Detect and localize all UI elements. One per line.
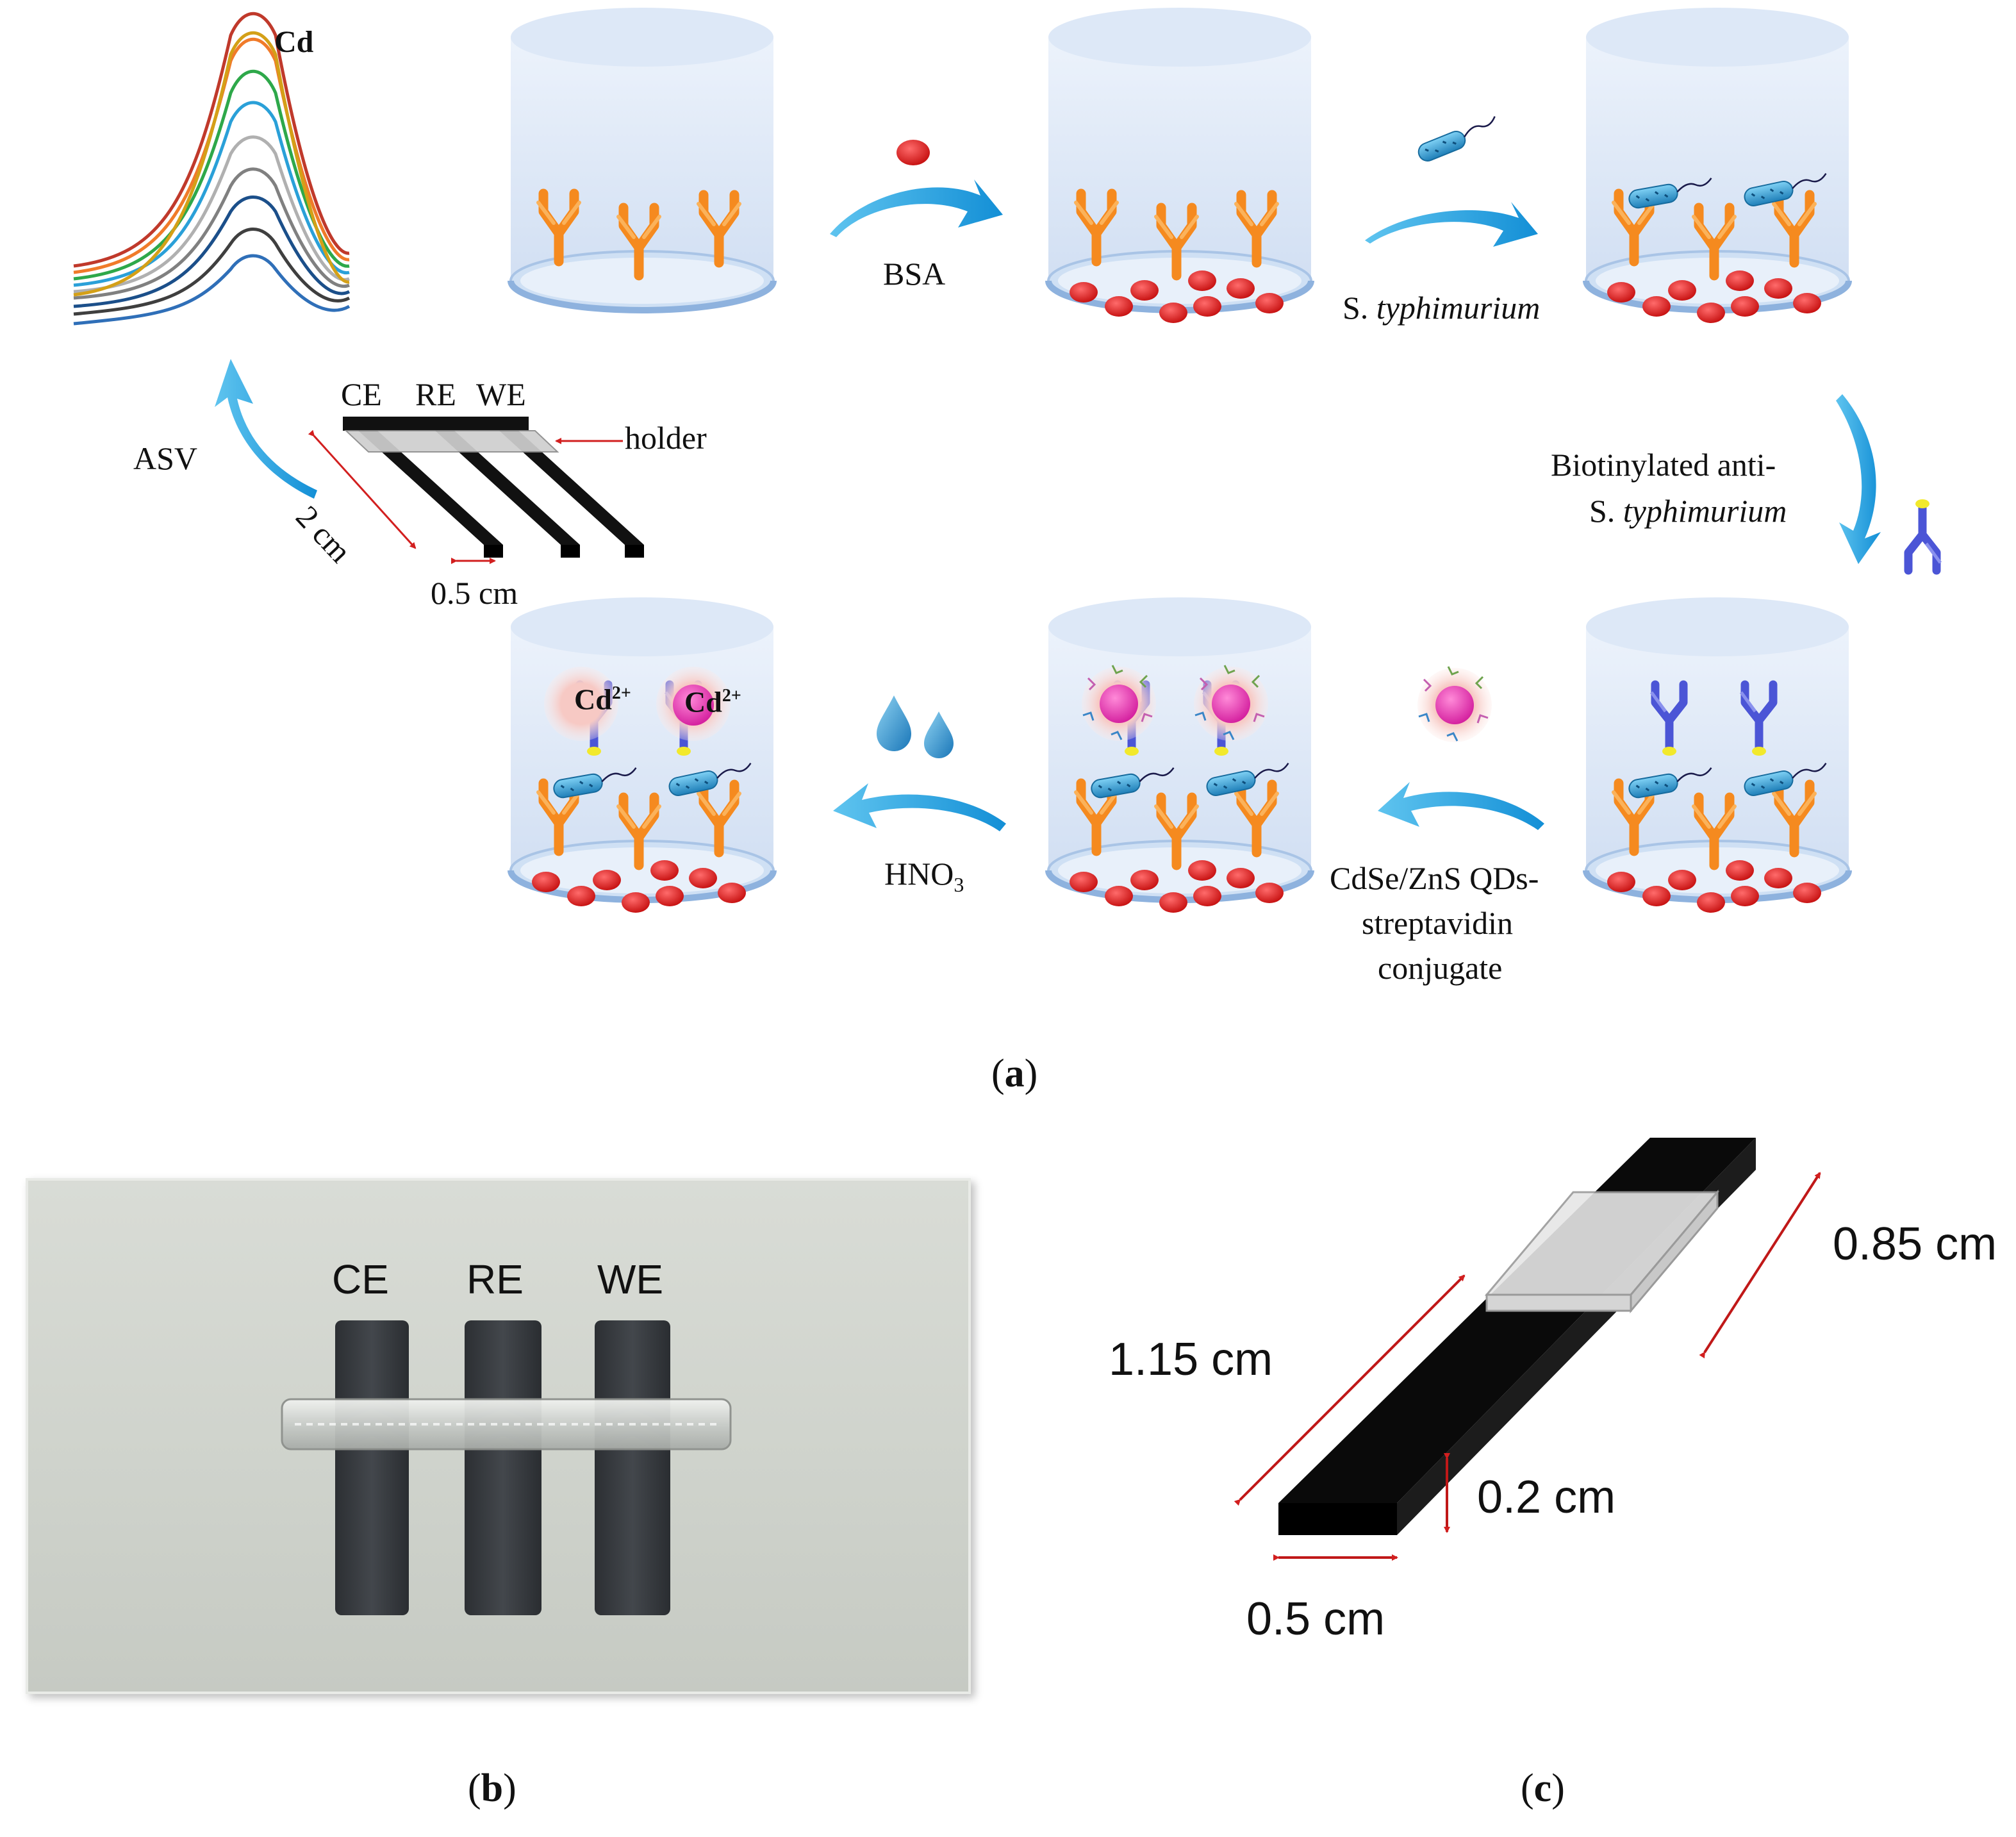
caption-a: (a) (991, 1052, 1038, 1095)
asv-curve-4 (73, 167, 350, 300)
step-label-qd-line3: conjugate (1378, 950, 1503, 986)
dim-label-0-5: 0.5 cm (1246, 1593, 1385, 1645)
electrode-schematic (308, 417, 644, 564)
plot-label-cd: Cd (274, 25, 314, 59)
photo-electrode-ce (335, 1320, 409, 1615)
holder-label: holder (625, 420, 707, 456)
photo-label-re: RE (467, 1256, 524, 1302)
dim-1-15 (1234, 1274, 1466, 1506)
arrow-bacteria (1365, 202, 1538, 247)
asv-curve-3 (73, 195, 351, 308)
length-dimension (308, 429, 417, 549)
beaker-6 (511, 597, 773, 913)
step-label-asv: ASV (133, 440, 198, 476)
step-label-hno3: HNO3 (884, 856, 964, 896)
cd-ion-label-1: Cd2+ (574, 683, 631, 716)
photo-label-ce: CE (332, 1256, 389, 1302)
width-label: 0.5 cm (431, 575, 518, 611)
step-label-s-typhimurium: S. typhimurium (1343, 290, 1541, 326)
biotin-antibody-icon (1908, 499, 1940, 570)
bsa-molecule-icon (896, 140, 930, 165)
photo-electrodes (281, 1320, 732, 1615)
asv-curve-2 (73, 228, 351, 316)
asv-curve-6 (73, 101, 350, 287)
electrode-label-re: RE (415, 376, 456, 412)
bacterium-icon (1415, 114, 1502, 165)
dim-label-1-15: 1.15 cm (1109, 1334, 1273, 1385)
arrow-qd (1378, 782, 1544, 830)
step-label-bsa: BSA (883, 256, 946, 292)
cd-ion-halo-1 (544, 667, 618, 741)
panel-b-photo: CE RE WE (26, 1178, 971, 1694)
cd-ion-halo-2 (656, 667, 731, 741)
dim-0-85 (1699, 1172, 1821, 1359)
caption-c: (c) (1521, 1766, 1565, 1810)
arrow-asv (215, 359, 317, 499)
beaker-5 (1048, 597, 1311, 913)
beaker-3 (1586, 8, 1849, 323)
asv-curve-5 (73, 135, 350, 294)
arrow-hno3 (833, 783, 1006, 831)
hno3-drops-icon (877, 695, 954, 758)
step-label-biotin-line1: Biotinylated anti- (1551, 447, 1776, 483)
electrode-label-we: WE (476, 376, 526, 412)
step-label-biotin-line2: S. typhimurium (1589, 493, 1787, 529)
asv-curves (73, 12, 351, 326)
holder-front (1485, 1293, 1632, 1312)
beaker-1 (511, 8, 773, 310)
asv-curve-10 (73, 31, 350, 297)
bsa-molecules (1070, 270, 1284, 323)
beaker-4 (1586, 597, 1849, 913)
caption-b: (b) (468, 1766, 516, 1810)
dim-label-0-2: 0.2 cm (1477, 1472, 1616, 1523)
process-arrows (215, 179, 1881, 831)
step-label-qd-line2: streptavidin (1362, 905, 1514, 941)
step-label-qd-line1: CdSe/ZnS QDs- (1330, 860, 1539, 896)
electrode-label-ce: CE (341, 376, 382, 412)
electrode-holder (344, 430, 559, 453)
dim-label-0-85: 0.85 cm (1833, 1218, 1997, 1270)
electrode-tops (343, 417, 529, 431)
photo-electrode-re (465, 1320, 541, 1615)
cd-ion-label-2: Cd2+ (684, 685, 741, 719)
beaker-2 (1048, 8, 1311, 323)
electrode-front-face (1278, 1503, 1397, 1535)
asv-curve-8 (73, 37, 350, 274)
asv-curve-1 (73, 254, 351, 326)
asv-curve-9 (73, 12, 350, 268)
photo-electrode-we (595, 1320, 670, 1615)
qd-conjugate-icon (1416, 665, 1493, 744)
panel-c-electrode (1234, 1138, 1821, 1561)
photo-label-we: WE (597, 1256, 664, 1302)
arrow-biotin (1836, 394, 1881, 564)
arrow-bsa (830, 179, 1003, 237)
